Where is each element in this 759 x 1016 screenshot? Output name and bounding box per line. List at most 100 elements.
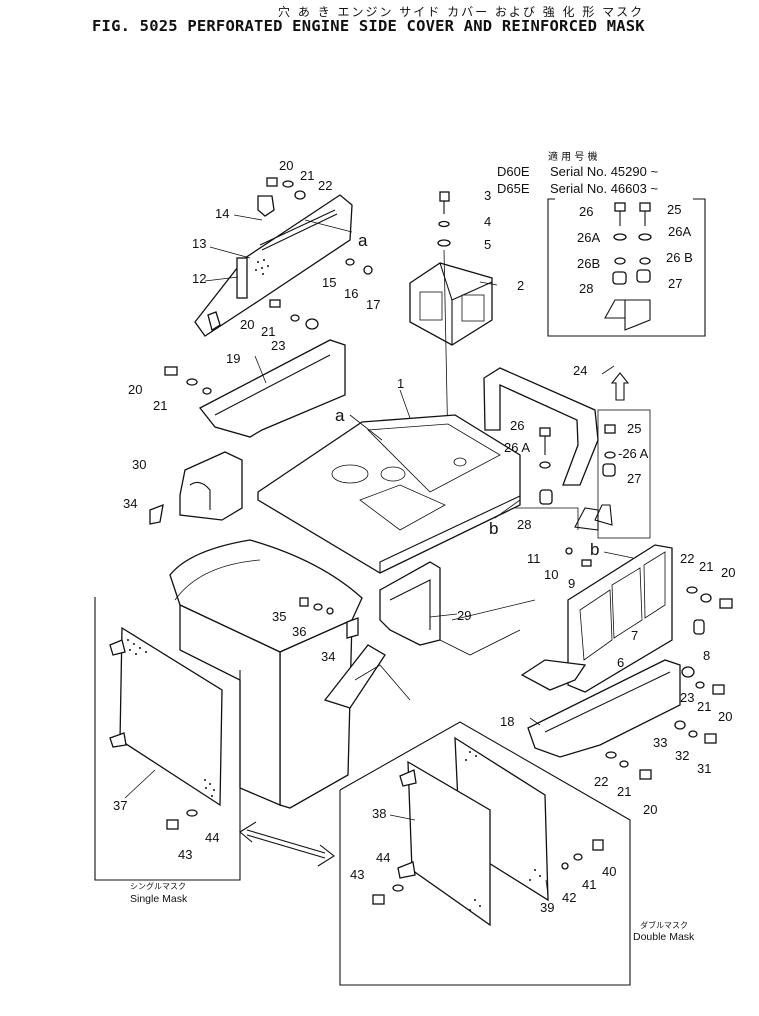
callout-44-b: 44 [376,850,390,865]
callout-40: 40 [602,864,616,879]
right-side-cover [520,544,733,693]
callout-8: 8 [703,648,710,663]
callout-42: 42 [562,890,576,905]
callout-39: 39 [540,900,554,915]
double-mask-frame [339,721,631,986]
callout-11: 11 [527,551,541,566]
callout-16: 16 [344,286,358,301]
engine-hood-box [169,539,363,809]
applicability-serial-2: Serial No. 46603 ~ [550,181,658,196]
inset-label-26a-left: 26A [577,230,600,245]
part-30-bracket [149,451,243,525]
inset-label-25: 25 [667,202,681,217]
callout-21-f: 21 [617,784,631,799]
inset-label-26: 26 [579,204,593,219]
callout-20: 20 [279,158,293,173]
callout-labels: 20 21 22 14 a 13 12 15 16 17 20 21 23 3 … [113,158,735,915]
callout-23: 23 [271,338,285,353]
inset-label-26b-left: 26B [577,256,600,271]
label-a-mid: a [335,406,345,425]
callout-21-d: 21 [699,559,713,574]
applicability-model-1: D60E [497,164,530,179]
callout-43: 43 [178,847,192,862]
callout-30: 30 [132,457,146,472]
callout-43-b: 43 [350,867,364,882]
callout-32: 32 [675,748,689,763]
part-19-strip [164,339,346,438]
inset-label-28: 28 [579,281,593,296]
callout-20-d: 20 [721,565,735,580]
single-mask-caption: Single Mask [130,893,188,905]
callout-2: 2 [517,278,524,293]
callout-31: 31 [697,761,711,776]
inset-label-26b-right: 26 B [666,250,693,265]
double-mask-caption-jp: ダブルマスク [640,920,688,930]
label-b-mid: b [489,519,498,538]
callout-7: 7 [631,628,638,643]
callout-44: 44 [205,830,219,845]
callout-20-f: 20 [643,802,657,817]
single-mask-frame [94,597,241,881]
callout-5: 5 [484,237,491,252]
callout-26a-b: -26 A [618,446,649,461]
callout-1: 1 [397,376,404,391]
callout-4: 4 [484,214,491,229]
callout-20-c: 20 [128,382,142,397]
leader-lines [124,214,634,896]
inset-label-26a-right: 26A [668,224,691,239]
perforation-pattern [127,639,215,797]
callout-12: 12 [192,271,206,286]
upper-left-cover [194,194,353,337]
callout-36: 36 [292,624,306,639]
callout-20-b: 20 [240,317,254,332]
japanese-figure-title: 穴 あ き エンジン サイド カバー および 強 化 形 マスク [278,5,645,19]
single-mask-caption-jp: シングルマスク [130,881,186,891]
callout-26a: 26 A [504,440,530,455]
callout-26: 26 [510,418,524,433]
callout-21: 21 [300,168,314,183]
inset-box: 26 25 26A 26A 26B 26 B 28 27 [547,198,706,337]
callout-24: 24 [573,363,587,378]
applicability-serial-1: Serial No. 45290 ~ [550,164,658,179]
callout-20-e: 20 [718,709,732,724]
double-mask-caption: Double Mask [633,931,695,943]
callout-37: 37 [113,798,127,813]
callout-29: 29 [457,608,471,623]
callout-22: 22 [318,178,332,193]
double-arrow [239,821,335,867]
applicability-block: 適 用 号 機 D60E Serial No. 45290 ~ D65E Ser… [497,150,658,196]
part-2-box [409,191,493,501]
callout-14: 14 [215,206,229,221]
callout-34: 34 [123,496,137,511]
applicability-model-2: D65E [497,181,530,196]
callout-25: 25 [627,421,641,436]
callout-21-c: 21 [153,398,167,413]
part-24-frame [483,367,651,539]
callout-3: 3 [484,188,491,203]
perforation-pattern [255,259,269,275]
callout-23-c: 23 [680,690,694,705]
callout-27: 27 [627,471,641,486]
part-18-strip [527,659,725,780]
callout-22-e: 22 [594,774,608,789]
callout-38: 38 [372,806,386,821]
callout-21-e: 21 [697,699,711,714]
callout-21-b: 21 [261,324,275,339]
inset-label-27: 27 [668,276,682,291]
upper-hardware [266,177,373,330]
callout-18: 18 [500,714,514,729]
label-a-top: a [358,231,368,250]
callout-6: 6 [617,655,624,670]
perforation-pattern [465,751,541,911]
callout-19: 19 [226,351,240,366]
callout-9: 9 [568,576,575,591]
callout-41: 41 [582,877,596,892]
captions: シングルマスク Single Mask ダブルマスク Double Mask [130,881,695,943]
part-29-bracket [323,561,441,709]
label-b-right: b [590,540,599,559]
callout-13: 13 [192,236,206,251]
callout-10: 10 [544,567,558,582]
main-top-cover [257,414,521,574]
callout-15: 15 [322,275,336,290]
